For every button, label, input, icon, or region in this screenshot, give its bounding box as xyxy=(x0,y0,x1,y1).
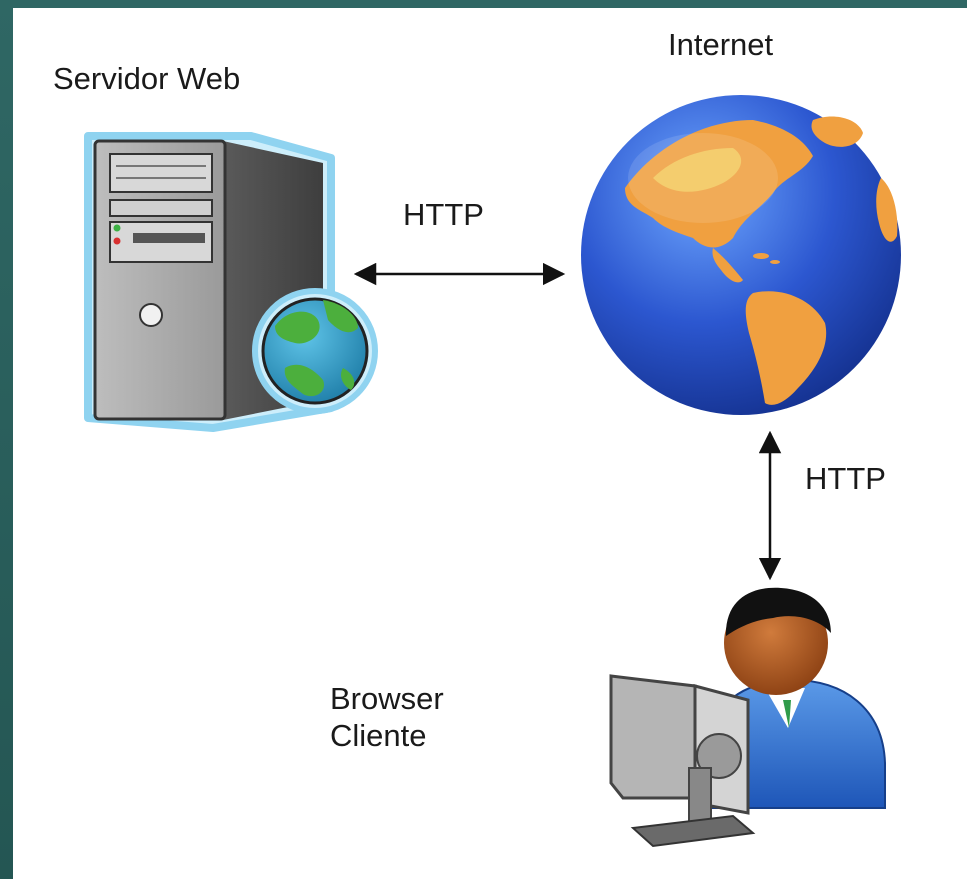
client-label-line2: Cliente xyxy=(330,718,427,754)
globe-icon xyxy=(581,95,901,415)
diagram-canvas: Servidor Web Internet HTTP HTTP Browser … xyxy=(13,8,967,879)
user-at-computer-icon xyxy=(609,587,886,848)
server-label: Servidor Web xyxy=(53,61,241,96)
http-label-right: HTTP xyxy=(805,461,886,496)
client-label: Browser Cliente xyxy=(330,680,530,754)
client-label-line1: Browser xyxy=(330,681,444,716)
web-server-icon xyxy=(84,132,378,432)
internet-label: Internet xyxy=(668,27,774,62)
http-label-top: HTTP xyxy=(403,197,484,232)
diagram-art xyxy=(84,95,901,848)
